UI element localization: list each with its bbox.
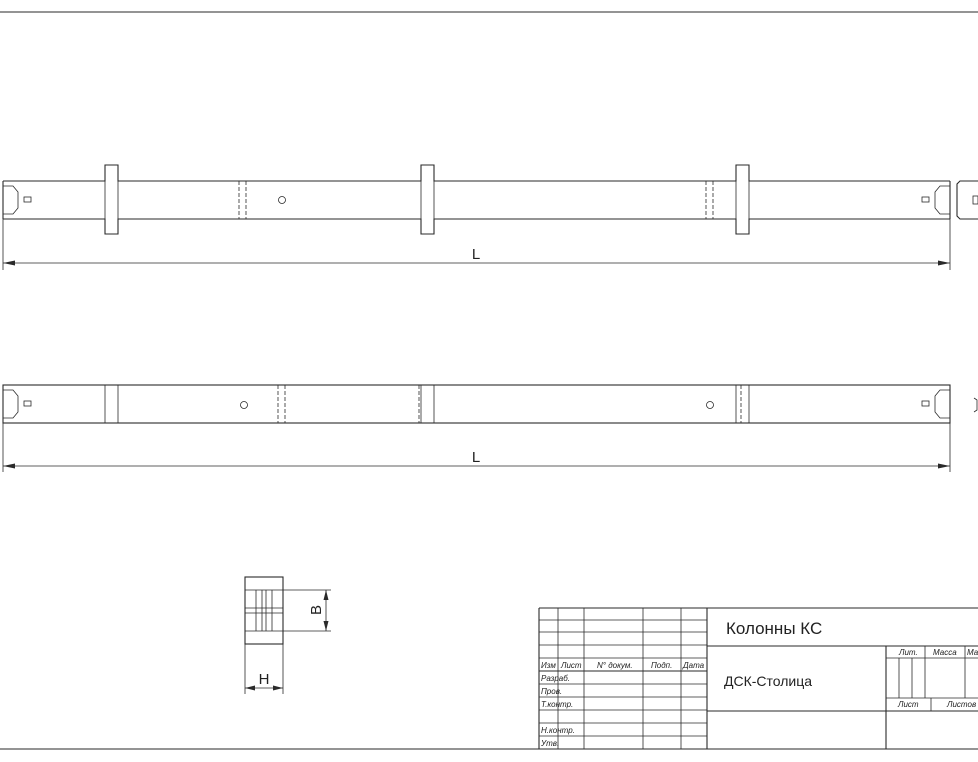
tb-scale-label: Ма: [967, 648, 978, 657]
tb-header-date: Дата: [682, 661, 705, 670]
dimension-label-section-width: B: [308, 605, 325, 615]
column-side-view: [2, 384, 978, 424]
cross-section: [244, 576, 331, 694]
tb-sheets-label: Листов: [946, 700, 976, 709]
tb-row-approved: Утв.: [540, 739, 559, 748]
dimension-label-section-height: H: [259, 671, 270, 688]
tb-sheet-label: Лист: [897, 700, 919, 709]
tb-header-doc: N° докум.: [597, 661, 633, 670]
dimension-length-top: [2, 219, 951, 270]
tb-row-checked: Пров.: [541, 687, 562, 696]
sheet-border: [0, 11, 978, 750]
dimension-label-length-top: L: [472, 246, 480, 263]
tb-row-developer: Разраб.: [541, 674, 570, 683]
tb-header-izm: Изм: [541, 661, 556, 670]
tb-mass-label: Масса: [933, 648, 957, 657]
column-front-view: [2, 164, 978, 235]
title-block-grid: [538, 607, 978, 749]
organization-name: ДСК-Столица: [724, 673, 812, 689]
tb-header-sign: Подп.: [651, 661, 672, 670]
dimension-label-length-bottom: L: [472, 449, 480, 466]
tb-row-norm-control: Н.контр.: [541, 726, 575, 735]
dimension-length-bottom: [2, 423, 951, 472]
drawing-title: Колонны КС: [726, 619, 822, 638]
tb-row-tech-control: Т.контр.: [541, 700, 573, 709]
tb-header-list: Лист: [560, 661, 582, 670]
tb-lit-label: Лит.: [898, 648, 918, 657]
